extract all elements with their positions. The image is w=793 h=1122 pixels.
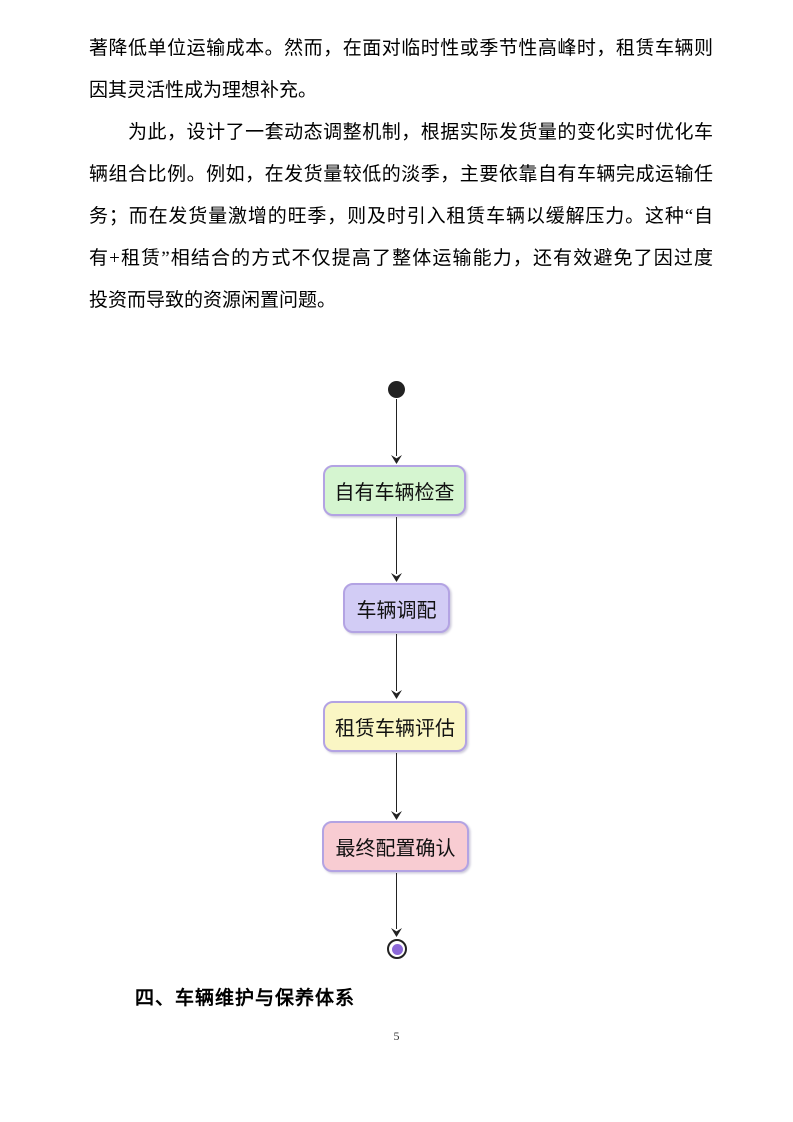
flow-node-own-vehicle-check: 自有车辆检查 (323, 465, 466, 516)
arrow-shaft (396, 873, 398, 929)
paragraph-2-line-2: 辆组合比例。例如，在发货量较低的淡季，主要依靠自有车辆完成运输任 (89, 164, 713, 185)
arrow-shaft (396, 399, 398, 456)
arrow-head-icon (391, 455, 402, 464)
flow-arrow (391, 517, 402, 582)
arrow-head-icon (391, 690, 402, 699)
arrow-head-icon (391, 811, 402, 820)
arrow-head-icon (391, 928, 402, 937)
flow-arrow (391, 873, 402, 937)
flow-end-node (387, 939, 407, 959)
flow-arrow (391, 634, 402, 699)
paragraph-2-line-1: 为此，设计了一套动态调整机制，根据实际发货量的变化实时优化车 (128, 122, 713, 143)
arrow-head-icon (391, 573, 402, 582)
arrow-shaft (396, 517, 398, 574)
flow-node-label: 最终配置确认 (335, 836, 456, 860)
flow-node-vehicle-dispatch: 车辆调配 (343, 583, 450, 633)
arrow-shaft (396, 753, 398, 812)
paragraph-2-line-4: 有+租赁”相结合的方式不仅提高了整体运输能力，还有效避免了因过度 (89, 248, 713, 269)
flow-arrow (391, 753, 402, 820)
paragraph-1-line-1: 著降低单位运输成本。然而，在面对临时性或季节性高峰时，租赁车辆则 (89, 38, 713, 59)
arrow-shaft (396, 634, 398, 691)
flow-node-rental-evaluation: 租赁车辆评估 (323, 701, 467, 752)
paragraph-2-line-3: 务；而在发货量激增的旺季，则及时引入租赁车辆以缓解压力。这种“自 (89, 206, 713, 227)
flow-node-label: 自有车辆检查 (334, 480, 455, 504)
flow-start-node (388, 381, 405, 398)
section-heading: 四、车辆维护与保养体系 (135, 988, 356, 1009)
flow-arrow (391, 399, 402, 464)
page-number: 5 (393, 1029, 400, 1043)
flow-node-label: 车辆调配 (356, 597, 437, 622)
flow-end-inner-dot (391, 943, 403, 955)
paragraph-2-line-5: 投资而导致的资源闲置问题。 (89, 290, 337, 311)
flow-node-label: 租赁车辆评估 (335, 716, 455, 740)
paragraph-1-line-2: 因其灵活性成为理想补充。 (89, 80, 318, 101)
body-text: 著降低单位运输成本。然而，在面对临时性或季节性高峰时，租赁车辆则 因其灵活性成为… (89, 28, 713, 322)
flow-node-final-confirmation: 最终配置确认 (322, 821, 469, 872)
